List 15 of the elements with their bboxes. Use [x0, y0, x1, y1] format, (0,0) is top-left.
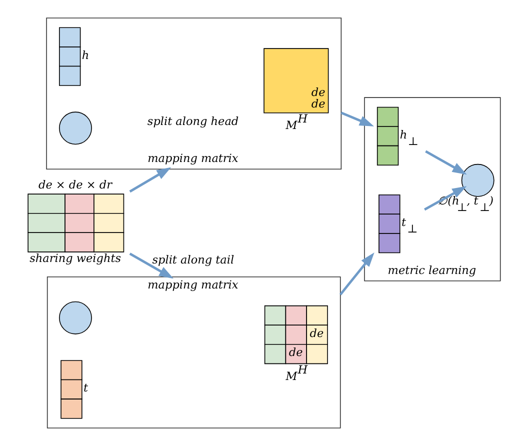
- node-label: de × de × dr: [38, 178, 112, 192]
- node-circle: [58, 301, 92, 334]
- node-circle: [58, 112, 92, 145]
- arrow: [424, 186, 466, 211]
- node-circle: [460, 164, 494, 197]
- edge-label: split along head: [146, 115, 238, 128]
- arrow: [128, 252, 174, 279]
- node-label: h: [81, 48, 89, 62]
- edge-label: split along tail: [152, 253, 234, 266]
- node-label: t: [83, 382, 88, 395]
- arrow: [128, 167, 171, 193]
- node-label: sharing weights: [29, 252, 121, 265]
- arrow: [338, 252, 374, 296]
- arrow: [340, 112, 374, 126]
- arrow: [424, 150, 466, 175]
